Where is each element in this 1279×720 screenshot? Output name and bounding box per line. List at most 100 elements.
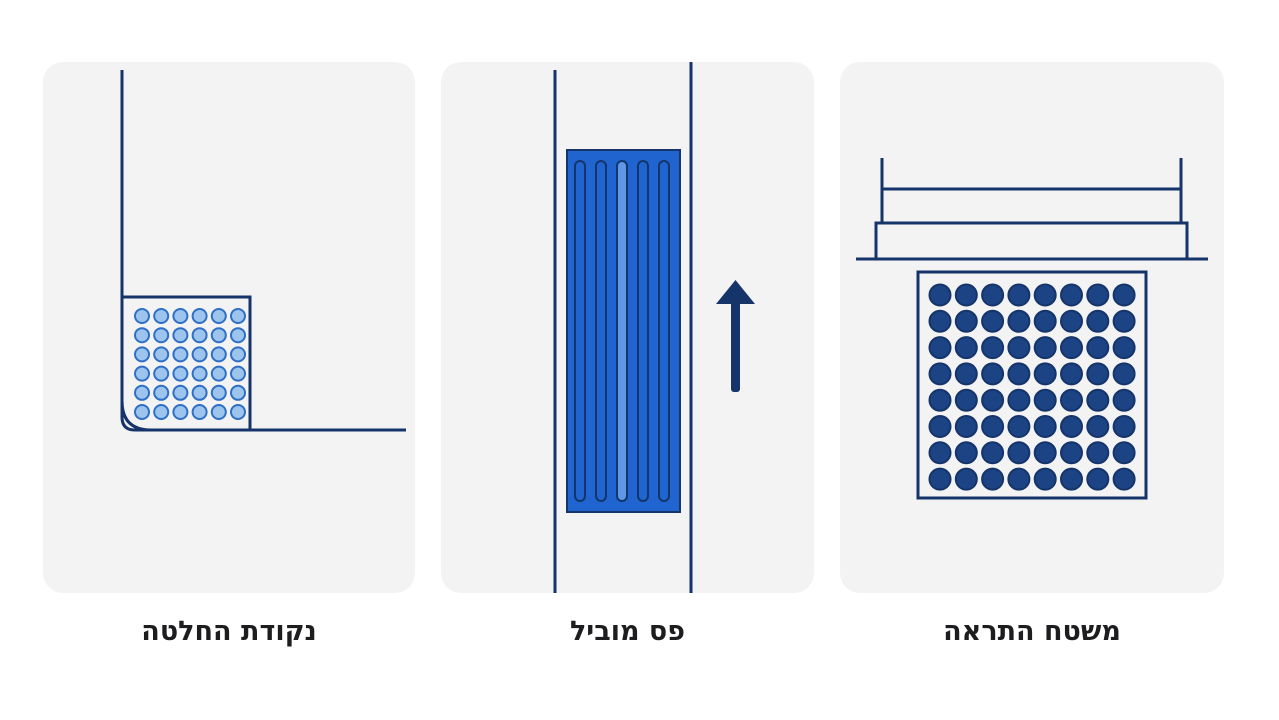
tactile-dot (1007, 283, 1031, 307)
tactile-dot (981, 441, 1005, 465)
tactile-dot (928, 441, 952, 465)
tactile-dot (981, 336, 1005, 360)
decision-point-illustration (120, 70, 406, 432)
dot-grid-dark (928, 283, 1136, 491)
tactile-dot (210, 346, 227, 363)
tactile-dot (153, 384, 170, 401)
tactile-dot (1112, 336, 1136, 360)
tactile-dot (1033, 441, 1057, 465)
tactile-dot (172, 346, 189, 363)
tactile-dot (1112, 362, 1136, 386)
tactile-dot (230, 308, 246, 324)
tactile-dot (981, 309, 1005, 333)
tactile-dot (981, 283, 1005, 307)
tactile-dot (230, 365, 246, 382)
tactile-dot (1060, 441, 1083, 465)
tactile-dot (134, 327, 150, 344)
tactile-dot (172, 404, 189, 420)
tactile-dot (210, 308, 227, 324)
tactile-dot (1060, 309, 1083, 333)
tactile-dot (1112, 309, 1136, 333)
strip-ridge (637, 160, 649, 502)
decision-point-panel (43, 62, 415, 593)
tactile-dot (210, 327, 227, 344)
tactile-dot (134, 346, 150, 363)
tactile-dot (1007, 309, 1031, 333)
tactile-dot (1086, 441, 1110, 465)
tactile-dot (954, 309, 978, 333)
tactile-dot (191, 384, 208, 401)
tactile-dot (153, 404, 170, 420)
tactile-dot (153, 365, 170, 382)
tactile-dot (954, 388, 978, 412)
tactile-dot (191, 346, 208, 363)
tactile-dot (210, 404, 227, 420)
tactile-dot (1060, 415, 1083, 438)
tactile-dot (1086, 467, 1110, 491)
tactile-dot (1007, 362, 1031, 386)
tactile-dot (134, 365, 150, 382)
tactile-dot (928, 415, 952, 438)
tactile-dot (954, 283, 978, 307)
tactile-dot (230, 327, 246, 344)
tactile-dot (1033, 336, 1057, 360)
warning-surface-label: משטח התראה (943, 616, 1121, 647)
tactile-dot (153, 308, 170, 324)
tactile-dot (1033, 388, 1057, 412)
tactile-dot (981, 388, 1005, 412)
tactile-dot (1086, 309, 1110, 333)
tactile-dot (1060, 336, 1083, 360)
tactile-dot (1033, 415, 1057, 438)
strip-ridge (658, 160, 670, 502)
tactile-dot (1086, 336, 1110, 360)
strip-ridges (574, 160, 670, 502)
warning-surface-panel (840, 62, 1224, 593)
tactile-dot (981, 415, 1005, 438)
tactile-dot (954, 415, 978, 438)
tactile-dot (1007, 415, 1031, 438)
tactile-dot (1086, 362, 1110, 386)
guide-strip-panel (441, 62, 814, 593)
tactile-dot (954, 362, 978, 386)
tactile-dot (1060, 362, 1083, 386)
warning-tile-outline (916, 270, 1148, 500)
tactile-dot (191, 308, 208, 324)
tactile-dot (981, 362, 1005, 386)
tactile-dot (230, 404, 246, 420)
dot-grid-light (134, 308, 246, 420)
tactile-dot (1033, 467, 1057, 491)
tactile-dot (191, 365, 208, 382)
tactile-dot (954, 336, 978, 360)
tactile-dot (1112, 441, 1136, 465)
tactile-dot (1007, 388, 1031, 412)
up-arrow-icon (716, 280, 755, 392)
tactile-dot (210, 384, 227, 401)
tactile-dot (981, 467, 1005, 491)
tactile-dot (928, 283, 952, 307)
tactile-dot (1060, 388, 1083, 412)
tactile-dot (153, 327, 170, 344)
guide-strip-label: פס מוביל (569, 616, 686, 647)
tactile-dot (954, 467, 978, 491)
tactile-dot (1007, 336, 1031, 360)
tactile-dot (172, 365, 189, 382)
tactile-dot (1112, 283, 1136, 307)
tactile-dot (1086, 415, 1110, 438)
tactile-dot (1007, 467, 1031, 491)
tactile-dot (191, 404, 208, 420)
warning-surface-illustration (856, 158, 1208, 500)
tactile-dot (928, 362, 952, 386)
strip-ridge (595, 160, 607, 502)
tactile-dot (1086, 283, 1110, 307)
tactile-dot (191, 327, 208, 344)
tactile-dot (230, 346, 246, 363)
tactile-dot (134, 384, 150, 401)
tactile-dot (1033, 309, 1057, 333)
strip-ridge (616, 160, 628, 502)
decision-point-label: נקודת החלטה (141, 616, 317, 647)
tactile-dot (928, 467, 952, 491)
tactile-dot (1033, 283, 1057, 307)
tactile-dot (172, 384, 189, 401)
tactile-dot (954, 441, 978, 465)
